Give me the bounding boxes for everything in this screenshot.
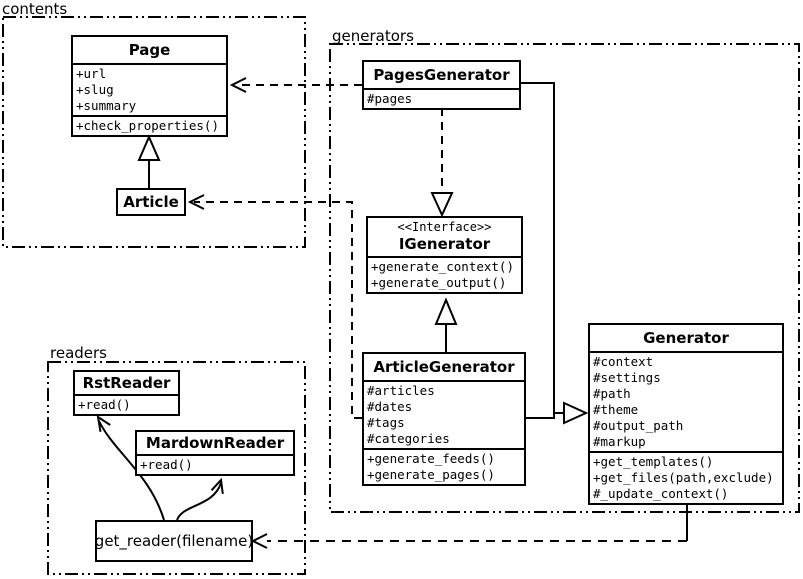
- class-rstreader-name: RstReader: [82, 374, 171, 392]
- package-label-readers: readers: [50, 344, 107, 362]
- class-generator: Generator #context #settings #path #them…: [588, 323, 784, 505]
- function-get-reader: get_reader(filename): [95, 520, 253, 562]
- class-rstreader: RstReader +read(): [73, 370, 180, 416]
- edge-articlegenerator-inherits-igenerator: [434, 297, 458, 352]
- attribute: #settings: [593, 370, 661, 385]
- method: #_update_context(): [593, 486, 729, 501]
- class-pagesgenerator-attributes: #pages: [364, 88, 519, 108]
- class-mardownreader-methods: +read(): [137, 454, 293, 474]
- attribute: #categories: [367, 431, 450, 446]
- attribute: #markup: [593, 434, 646, 449]
- method: +read(): [78, 397, 131, 412]
- class-generator-methods: +get_templates() +get_files(path,exclude…: [590, 451, 782, 503]
- edge-articlegenerator-depends-article: [187, 194, 362, 419]
- class-mardownreader-name: MardownReader: [145, 434, 285, 452]
- attribute: #dates: [367, 399, 413, 414]
- class-page-attributes: +url +slug +summary: [73, 63, 226, 115]
- attribute: #articles: [367, 383, 435, 398]
- class-igenerator-stereotype: <<Interface>>: [397, 220, 492, 234]
- edge-getreader-calls-rstreader: [96, 414, 165, 521]
- class-generator-attributes: #context #settings #path #theme #output_…: [590, 351, 782, 451]
- attribute: +url: [76, 66, 107, 81]
- class-igenerator-name: IGenerator: [398, 235, 491, 253]
- class-pagesgenerator-name: PagesGenerator: [373, 66, 510, 84]
- function-get-reader-label: get_reader(filename): [94, 532, 254, 550]
- edge-articlegenerator-inherits-generator: [526, 401, 589, 425]
- edge-pagesgenerator-depends-page: [229, 77, 362, 93]
- attribute: #tags: [367, 415, 405, 430]
- class-articlegenerator-name: ArticleGenerator: [373, 358, 515, 376]
- class-page: Page +url +slug +summary +check_properti…: [71, 35, 228, 137]
- attribute: +summary: [76, 98, 137, 113]
- method: +get_files(path,exclude): [593, 470, 774, 485]
- attribute: +slug: [76, 82, 114, 97]
- method: +generate_output(): [371, 275, 507, 290]
- package-border-contents: [2, 16, 306, 248]
- class-rstreader-methods: +read(): [75, 394, 178, 414]
- method: +generate_pages(): [367, 467, 495, 482]
- class-igenerator-methods: +generate_context() +generate_output(): [368, 256, 521, 292]
- attribute: #context: [593, 354, 654, 369]
- edge-pagesgenerator-inherits-generator: [521, 82, 564, 414]
- class-articlegenerator-methods: +generate_feeds() +generate_pages(): [364, 448, 524, 484]
- edge-getreader-calls-mardownreader: [176, 477, 224, 521]
- method: +read(): [140, 457, 193, 472]
- class-page-name: Page: [128, 41, 171, 59]
- package-label-generators: generators: [332, 27, 414, 45]
- class-generator-name: Generator: [643, 329, 729, 347]
- edge-pagesgenerator-realizes-igenerator: [430, 108, 454, 218]
- attribute: #pages: [367, 91, 413, 106]
- edge-article-inherits-page: [137, 134, 161, 188]
- class-mardownreader: MardownReader +read(): [135, 430, 295, 476]
- attribute: #output_path: [593, 418, 684, 433]
- class-articlegenerator: ArticleGenerator #articles #dates #tags …: [362, 352, 526, 486]
- attribute: #theme: [593, 402, 639, 417]
- class-pagesgenerator: PagesGenerator #pages: [362, 60, 521, 110]
- attribute: #path: [593, 386, 631, 401]
- package-border-generators: [329, 43, 800, 513]
- method: +generate_context(): [371, 259, 514, 274]
- package-border-readers: [47, 361, 306, 575]
- edge-generator-depends-getreader: [250, 500, 688, 549]
- class-article: Article: [116, 188, 186, 216]
- class-igenerator: <<Interface>> IGenerator +generate_conte…: [366, 216, 523, 294]
- package-label-contents: contents: [2, 0, 68, 18]
- class-articlegenerator-attributes: #articles #dates #tags #categories: [364, 380, 524, 448]
- method: +get_templates(): [593, 454, 714, 469]
- method: +generate_feeds(): [367, 451, 495, 466]
- method: +check_properties(): [76, 118, 219, 133]
- class-article-name: Article: [123, 193, 179, 211]
- class-page-methods: +check_properties(): [73, 115, 226, 135]
